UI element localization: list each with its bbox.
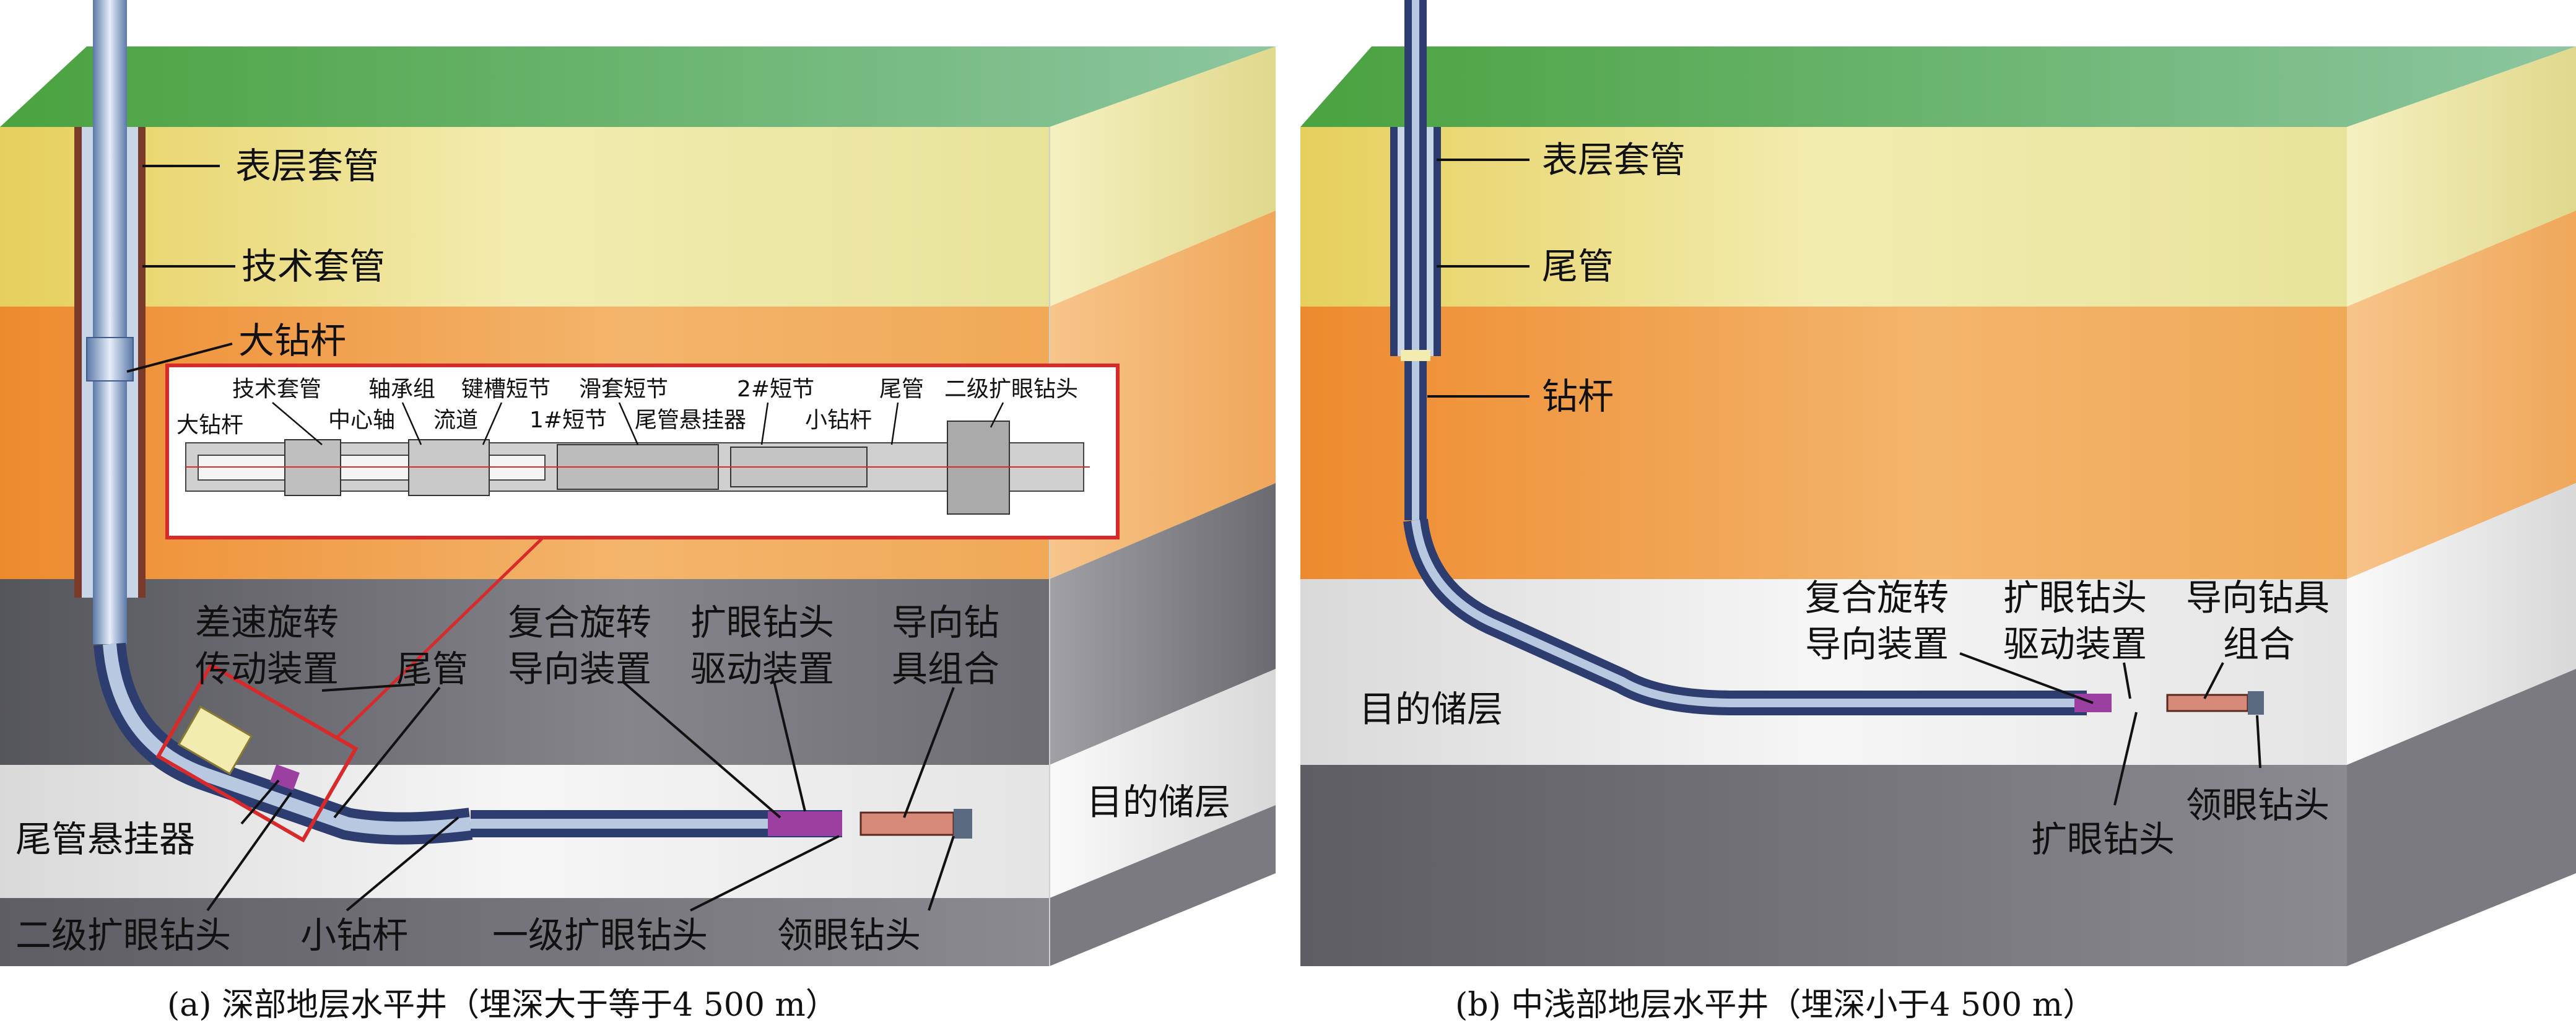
panel-b-layer-topsoil	[1300, 127, 2347, 307]
inset-label-liner: 尾管	[879, 377, 924, 402]
label-liner: 尾管	[396, 648, 468, 690]
label-target-reservoir-a: 目的储层	[1087, 781, 1230, 823]
panel-a-highlight-box	[155, 662, 359, 843]
panel-a-reamer-drive	[768, 811, 842, 836]
panel-b-side-orange	[2347, 211, 2576, 579]
panel-a-differential-drive	[177, 705, 253, 775]
label-differential-drive-1: 差速旋转	[195, 601, 339, 643]
label-b-compound-steering-1: 复合旋转	[1805, 577, 1949, 619]
label-secondary-reamer: 二级扩眼钻头	[15, 914, 231, 956]
panel-b-ground-surface	[1300, 46, 2576, 127]
label-b-surface-casing: 表层套管	[1542, 139, 1686, 181]
caption-panel-a: (a) 深部地层水平井（埋深大于等于4 500 m）	[167, 987, 838, 1024]
panel-a-well	[74, 0, 972, 845]
inset-label-sub-2: 2#短节	[737, 377, 814, 402]
label-reamer-drive-2: 驱动装置	[690, 648, 834, 690]
inset-label-sliding-sleeve: 滑套短节	[579, 377, 668, 402]
panel-b-side-topsoil	[2347, 46, 2576, 307]
inset-label-liner-hanger: 尾管悬挂器	[635, 408, 746, 433]
panel-a-leaders	[126, 165, 955, 912]
label-b-drill-pipe: 钻杆	[1542, 375, 1614, 417]
panel-a-inset	[165, 364, 1120, 539]
label-surface-casing: 表层套管	[235, 145, 379, 187]
label-reamer-drive-1: 扩眼钻头	[690, 601, 834, 643]
panel-a-side-reservoir	[1050, 669, 1276, 898]
panel-b-well	[1390, 0, 2264, 715]
panel-a-large-drill-pipe	[93, 0, 127, 644]
label-b-steering-assembly-1: 导向钻具	[2186, 577, 2330, 619]
label-b-reamer-drive-2: 驱动装置	[2003, 623, 2147, 665]
panel-a-side-dark	[1050, 483, 1276, 765]
label-b-target-reservoir: 目的储层	[1359, 688, 1503, 730]
label-steering-assembly-2: 具组合	[892, 648, 999, 690]
panel-b-pilot-bit	[2248, 691, 2264, 715]
panel-a-layer-topsoil	[0, 127, 1050, 307]
label-technical-casing: 技术套管	[242, 245, 385, 287]
panel-a-ground-surface	[0, 46, 1276, 127]
panel-b-side-reservoir	[2347, 483, 2576, 765]
inset-labels: 技术套管 轴承组 键槽短节 滑套短节 2#短节 尾管 二级扩眼钻头 大钻杆 中心…	[176, 377, 1078, 445]
inset-label-bearing-set: 轴承组	[368, 377, 435, 402]
label-small-drill-pipe: 小钻杆	[300, 914, 408, 956]
panel-a-layer-bottom	[0, 898, 1050, 966]
panel-a-pilot-bit	[954, 809, 972, 839]
label-large-drill-pipe: 大钻杆	[238, 320, 346, 362]
label-b-steering-assembly-2: 组合	[2223, 623, 2295, 665]
inset-label-small-drill-pipe: 小钻杆	[805, 408, 872, 433]
label-b-liner: 尾管	[1542, 245, 1614, 287]
label-b-reamer-bit: 扩眼钻头	[2031, 818, 2175, 860]
panel-a-layer-dark	[0, 579, 1050, 765]
caption-panel-b: (b) 中浅部地层水平井（埋深小于4 500 m）	[1455, 987, 2095, 1024]
panel-b-layer-orange	[1300, 307, 2347, 579]
label-b-pilot-bit: 领眼钻头	[2186, 784, 2330, 826]
panel-a-side-bottom	[1050, 805, 1276, 966]
inset-label-keyway-sub: 键槽短节	[461, 377, 550, 402]
panel-b-leaders	[1427, 159, 2261, 806]
inset-label-technical-casing: 技术套管	[232, 377, 321, 402]
panel-b-side-bottom	[2347, 669, 2576, 966]
inset-label-large-drill-pipe: 大钻杆	[176, 412, 243, 438]
panel-a-liner-hanger-device	[270, 764, 300, 790]
label-b-reamer-drive-1: 扩眼钻头	[2003, 577, 2147, 619]
panel-a-steering-assembly	[859, 811, 955, 836]
label-differential-drive-2: 传动装置	[195, 648, 339, 690]
label-pilot-bit-a: 领眼钻头	[777, 914, 921, 956]
panel-a-side-topsoil	[1050, 46, 1276, 307]
inset-label-secondary-reamer: 二级扩眼钻头	[944, 377, 1078, 402]
label-compound-steering-1: 复合旋转	[508, 601, 651, 643]
inset-label-central-shaft: 中心轴	[328, 408, 395, 433]
panel-b-layer-bottom	[1300, 765, 2347, 966]
label-primary-reamer: 一级扩眼钻头	[492, 914, 708, 956]
panel-b-block	[1300, 46, 2576, 966]
panel-b-labels: 表层套管 尾管 钻杆 复合旋转 导向装置 扩眼钻头 驱动装置 导向钻具 组合 目…	[1359, 139, 2330, 860]
label-liner-hanger: 尾管悬挂器	[15, 818, 195, 860]
label-steering-assembly-1: 导向钻	[892, 601, 999, 643]
label-compound-steering-2: 导向装置	[508, 648, 651, 690]
label-b-compound-steering-2: 导向装置	[1805, 623, 1949, 665]
inset-label-sub-1: 1#短节	[529, 408, 607, 433]
panel-a-labels: 表层套管 技术套管 大钻杆 差速旋转 传动装置 尾管 复合旋转 导向装置 扩眼钻…	[15, 145, 1230, 956]
inset-label-flow-channel: 流道	[433, 408, 478, 433]
panel-b-steering-assembly	[2166, 694, 2249, 712]
